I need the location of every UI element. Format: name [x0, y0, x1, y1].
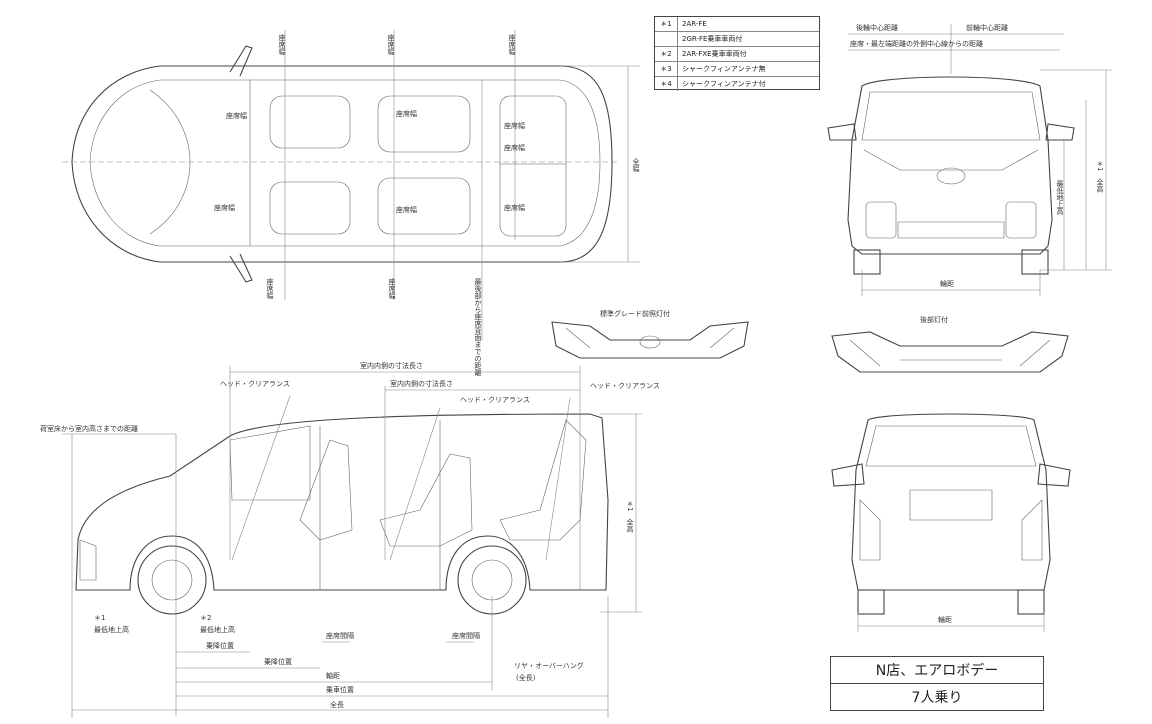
legend-row: ＊4 シャークフィンアンテナ付: [655, 77, 819, 91]
side-rear-overhang-sub: (全長): [516, 673, 536, 682]
side-mark1: ＊1: [94, 614, 105, 622]
legend-mark: ＊3: [655, 62, 678, 76]
side-mark2: ＊2: [200, 614, 211, 622]
legend-row: 2GR-FE乗車車両付: [655, 32, 819, 47]
side-view: [62, 366, 642, 718]
side-rear-overhang-label: リヤ・オーバーハング: [514, 661, 584, 670]
side-front-note: 荷室床から室内高さまでの距離: [40, 424, 138, 433]
top-seat-label-5: 座席幅: [396, 109, 417, 118]
legend-text: 2AR-FXE乗車車両付: [682, 50, 747, 58]
front-clearance-label: 最低地上高: [1056, 180, 1064, 216]
front-grille-label: 標準グレード前照灯付: [600, 309, 670, 318]
top-rear-label: 最後部から座席背面までの距離: [474, 278, 482, 377]
top-seat-label-10: 座席幅: [504, 203, 525, 212]
rear-tread-label: 輪距: [938, 615, 952, 624]
top-seat-label-6: 座席幅: [214, 203, 235, 212]
front-top-label-1: 後輪中心距離: [856, 23, 898, 32]
side-bottom-label-3: 乗降位置: [206, 641, 234, 650]
legend-table: ＊1 2AR-FE 2GR-FE乗車車両付 ＊2 2AR-FXE乗車車両付 ＊3 シャ…: [654, 16, 820, 91]
side-top-dim-label: 室内内側の寸法長さ: [360, 361, 423, 370]
legend-row: ＊2 2AR-FXE乗車車両付: [655, 47, 819, 62]
front-tread-label: 輪距: [940, 279, 954, 288]
side-head-clearance-1: ヘッド・クリアランス: [220, 380, 290, 388]
legend-mark: ＊2: [655, 47, 678, 61]
top-seat-label-9: 座席幅: [504, 143, 525, 152]
side-bottom-label-5: 座席間隔: [326, 631, 354, 640]
legend-text: シャークフィンアンテナ無: [682, 65, 766, 73]
front-height-label: ＊1 全高: [1096, 160, 1104, 194]
side-bottom-label-4: 乗降位置: [264, 657, 292, 666]
legend-mark: ＊4: [655, 77, 678, 91]
legend-row: ＊3 シャークフィンアンテナ無: [655, 62, 819, 77]
side-height-label: ＊1 全高: [626, 500, 634, 534]
legend-mark: [655, 32, 678, 46]
top-width-label: 全幅: [632, 157, 640, 173]
side-length-row-label: 乗車位置: [326, 685, 354, 694]
side-bottom-label-1: 最低地上高: [94, 625, 129, 634]
top-seat-label-bottom-2: 座席幅: [388, 277, 396, 300]
front-grille-detail: [551, 321, 749, 359]
caption-seating: 7人乗り: [830, 684, 1044, 711]
top-seat-label-1: 座席幅: [278, 33, 286, 56]
front-top-label-2: 前輪中心距離: [966, 23, 1008, 32]
top-seat-label-7: 座席幅: [396, 205, 417, 214]
side-head-clearance-2: ヘッド・クリアランス: [460, 396, 530, 404]
legend-row: ＊1 2AR-FE: [655, 17, 819, 32]
top-seat-label-bottom-1: 座席幅: [266, 277, 274, 300]
rear-view: [831, 413, 1071, 632]
top-view: [62, 30, 640, 340]
side-head-clearance-3: ヘッド・クリアランス: [590, 382, 660, 390]
legend-text: 2AR-FE: [682, 20, 707, 28]
side-wheelbase-label: 軸距: [326, 671, 340, 680]
caption-model: N店、エアロボデー: [830, 656, 1044, 684]
top-seat-label-3: 座席幅: [508, 33, 516, 56]
top-seat-label-2: 座席幅: [387, 33, 395, 56]
front-view: [827, 24, 1112, 296]
side-overall-length-label: 全長: [330, 700, 344, 709]
side-bottom-label-2: 最低地上高: [200, 625, 235, 634]
front-sub-label: 座席・最左端距離の外側中心線からの距離: [850, 39, 983, 48]
legend-mark: ＊1: [655, 17, 678, 31]
rear-grille-label: 後部灯付: [920, 315, 948, 324]
top-seat-label-4: 座席幅: [226, 111, 247, 120]
legend-text: 2GR-FE乗車車両付: [682, 35, 743, 43]
top-seat-label-8: 座席幅: [504, 121, 525, 130]
side-bottom-label-6: 座席間隔: [452, 631, 480, 640]
rear-bumper-detail: [831, 331, 1069, 373]
side-inner-dim-label: 室内内側の寸法長さ: [390, 379, 453, 388]
legend-text: シャークフィンアンテナ付: [682, 80, 766, 88]
